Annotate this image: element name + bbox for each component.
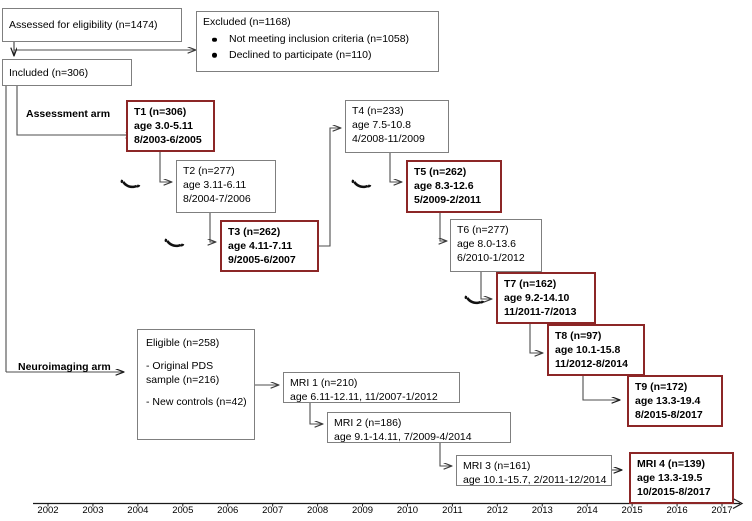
box-t1: T1 (n=306) age 3.0-5.11 8/2003-6/2005: [126, 100, 215, 152]
mri2-title: MRI 2 (n=186): [334, 417, 402, 429]
neuroimaging-arm-label: Neuroimaging arm: [18, 361, 111, 373]
t8-dates: 11/2012-8/2014: [555, 357, 628, 370]
t7-dates: 11/2011-7/2013: [504, 305, 577, 318]
timeline-year-label: 2011: [442, 505, 463, 516]
t5-title: T5 (n=262): [414, 166, 467, 178]
t1-age: age 3.0-5.11: [134, 119, 193, 132]
telephone-handset-icon: [351, 172, 373, 194]
t9-age: age 13.3-19.4: [635, 394, 701, 407]
t6-age: age 8.0-13.6: [457, 237, 516, 250]
timeline-year-label: 2005: [172, 505, 194, 516]
timeline-year-label: 2004: [127, 505, 149, 516]
t5-dates: 5/2009-2/2011: [414, 193, 482, 206]
box-mri-2: MRI 2 (n=186) age 9.1-14.11, 7/2009-4/20…: [327, 412, 511, 443]
box-included: Included (n=306): [2, 59, 132, 86]
box-mri-3: MRI 3 (n=161) age 10.1-15.7, 2/2011-12/2…: [456, 455, 612, 486]
t3-title: T3 (n=262): [228, 226, 281, 238]
timeline-year-label: 2016: [666, 505, 688, 516]
box-mri-4: MRI 4 (n=139) age 13.3-19.5 10/2015-8/20…: [629, 452, 734, 504]
included-label: Included (n=306): [9, 66, 89, 79]
t4-dates: 4/2008-11/2009: [352, 132, 425, 145]
box-t4: T4 (n=233) age 7.5-10.8 4/2008-11/2009: [345, 100, 449, 153]
excluded-title: Excluded (n=1168): [203, 16, 291, 28]
eligible-item: - Original PDS sample (n=216): [146, 359, 220, 386]
box-assessed-for-eligibility: Assessed for eligibility (n=1474): [2, 8, 182, 42]
box-excluded: Excluded (n=1168) Not meeting inclusion …: [196, 11, 439, 72]
mri1-title: MRI 1 (n=210): [290, 377, 358, 389]
assessed-label: Assessed for eligibility (n=1474): [9, 19, 158, 32]
timeline-year-label: 2015: [621, 505, 643, 516]
t3-age: age 4.11-7.11: [228, 239, 293, 252]
timeline-year-label: 2013: [531, 505, 553, 516]
t4-age: age 7.5-10.8: [352, 118, 411, 131]
box-t2: T2 (n=277) age 3.11-6.11 8/2004-7/2006: [176, 160, 276, 213]
t4-title: T4 (n=233): [352, 105, 404, 117]
timeline-year-label: 2008: [307, 505, 329, 516]
t2-age: age 3.11-6.11: [183, 178, 247, 191]
timeline-axis: 2002 2003 2004 2005 2006 2007 2008 2009 2010 2011…: [0, 495, 752, 521]
t6-dates: 6/2010-1/2012: [457, 251, 525, 264]
mri4-title: MRI 4 (n=139): [637, 458, 705, 470]
mri4-age: age 13.3-19.5: [637, 471, 703, 484]
t2-dates: 8/2004-7/2006: [183, 192, 251, 205]
t9-dates: 8/2015-8/2017: [635, 408, 703, 421]
box-t8: T8 (n=97) age 10.1-15.8 11/2012-8/2014: [547, 324, 645, 376]
telephone-handset-icon: [120, 172, 142, 194]
eligible-item: - New controls (n=42): [146, 396, 247, 409]
t1-dates: 8/2003-6/2005: [134, 133, 202, 146]
mri4-dates: 10/2015-8/2017: [637, 485, 711, 498]
timeline-year-label: 2003: [82, 505, 104, 516]
bullet-point-icon: [212, 53, 217, 58]
t8-age: age 10.1-15.8: [555, 343, 621, 356]
box-eligible: Eligible (n=258) - Original PDS sample (…: [137, 329, 255, 440]
mri1-detail: age 6.11-12.11, 11/2007-1/2012: [290, 390, 438, 403]
timeline-axis-line: [33, 497, 744, 510]
timeline-year-label: 2017: [711, 505, 733, 516]
box-t6: T6 (n=277) age 8.0-13.6 6/2010-1/2012: [450, 219, 542, 272]
assessment-arm-label: Assessment arm: [26, 108, 111, 120]
excluded-reason: Not meeting inclusion criteria (n=1058): [229, 32, 410, 45]
t3-dates: 9/2005-6/2007: [228, 253, 296, 266]
timeline-year-label: 2006: [217, 505, 239, 516]
t5-age: age 8.3-12.6: [414, 179, 474, 192]
box-t9: T9 (n=172) age 13.3-19.4 8/2015-8/2017: [627, 375, 723, 427]
telephone-handset-icon: [164, 231, 186, 253]
telephone-handset-icon: [464, 288, 486, 310]
timeline-year-label: 2012: [486, 505, 508, 516]
t8-title: T8 (n=97): [555, 330, 602, 342]
box-t7: T7 (n=162) age 9.2-14.10 11/2011-7/2013: [496, 272, 596, 324]
t1-title: T1 (n=306): [134, 106, 187, 118]
t9-title: T9 (n=172): [635, 381, 688, 393]
box-t3: T3 (n=262) age 4.11-7.11 9/2005-6/2007: [220, 220, 319, 272]
timeline-year-label: 2010: [396, 505, 419, 516]
timeline-year-label: 2007: [262, 505, 284, 516]
list-item: Not meeting inclusion criteria (n=1058): [203, 32, 433, 48]
list-item: Declined to participate (n=110): [203, 48, 433, 64]
bullet-point-icon: [212, 37, 217, 42]
mri3-detail: age 10.1-15.7, 2/2011-12/2014: [463, 473, 607, 486]
timeline-year-label: 2009: [351, 505, 374, 516]
timeline-year-label: 2002: [37, 505, 59, 516]
t2-title: T2 (n=277): [183, 165, 235, 177]
t6-title: T6 (n=277): [457, 224, 509, 236]
t7-title: T7 (n=162): [504, 278, 557, 290]
box-mri-1: MRI 1 (n=210) age 6.11-12.11, 11/2007-1/…: [283, 372, 460, 403]
excluded-reason-list: Not meeting inclusion criteria (n=1058) …: [203, 32, 433, 64]
t7-age: age 9.2-14.10: [504, 291, 570, 304]
eligible-title: Eligible (n=258): [146, 337, 220, 349]
mri3-title: MRI 3 (n=161): [463, 460, 531, 472]
box-t5: T5 (n=262) age 8.3-12.6 5/2009-2/2011: [406, 160, 502, 213]
timeline-year-label: 2014: [576, 505, 598, 516]
excluded-reason: Declined to participate (n=110): [229, 48, 372, 61]
mri2-detail: age 9.1-14.11, 7/2009-4/2014: [334, 430, 472, 443]
